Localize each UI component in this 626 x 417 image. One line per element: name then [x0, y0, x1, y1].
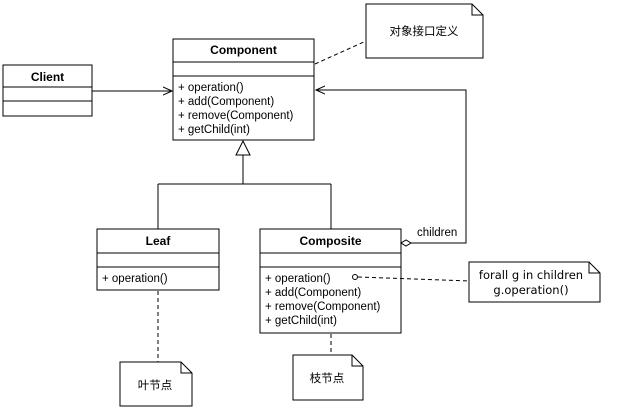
children-aggregation: children: [316, 90, 467, 247]
leaf-note-text: 叶节点: [138, 378, 173, 392]
operation-note-line-2: g.operation(): [493, 283, 568, 297]
composite-note-text: 枝节点: [310, 371, 345, 385]
leaf-method: + operation(): [102, 273, 168, 285]
composite-method: + remove(Component): [265, 301, 381, 313]
leaf-note: 叶节点: [119, 291, 193, 407]
note-anchor-icon: [352, 274, 358, 280]
composite-note: 枝节点: [292, 334, 364, 401]
leaf-class[interactable]: Leaf + operation(): [96, 228, 220, 291]
composite-method: + operation(): [265, 273, 331, 285]
component-note-text: 对象接口定义: [390, 24, 459, 38]
component-note: 对象接口定义: [314, 3, 484, 65]
composite-method: + getChild(int): [265, 315, 337, 327]
operation-note: forall g in children g.operation(): [352, 261, 601, 303]
component-method: + operation(): [178, 82, 244, 94]
aggregation-diamond-icon: [400, 239, 412, 247]
component-method: + getChild(int): [178, 124, 250, 136]
client-class[interactable]: Client: [2, 64, 93, 117]
composite-class[interactable]: Composite + operation() + add(Component)…: [259, 228, 402, 334]
children-label: children: [417, 227, 457, 239]
component-method: + remove(Component): [178, 110, 294, 122]
component-class[interactable]: Component + operation() + add(Component)…: [172, 38, 315, 141]
leaf-class-name: Leaf: [146, 234, 172, 248]
component-class-name: Component: [210, 43, 277, 57]
inheritance-triangle-icon: [235, 139, 251, 156]
component-method: + add(Component): [178, 96, 274, 108]
client-class-name: Client: [31, 70, 64, 84]
operation-note-line-1: forall g in children: [479, 268, 583, 282]
composite-class-name: Composite: [299, 234, 361, 248]
composite-method: + add(Component): [265, 287, 361, 299]
generalization-connector: [157, 139, 332, 229]
